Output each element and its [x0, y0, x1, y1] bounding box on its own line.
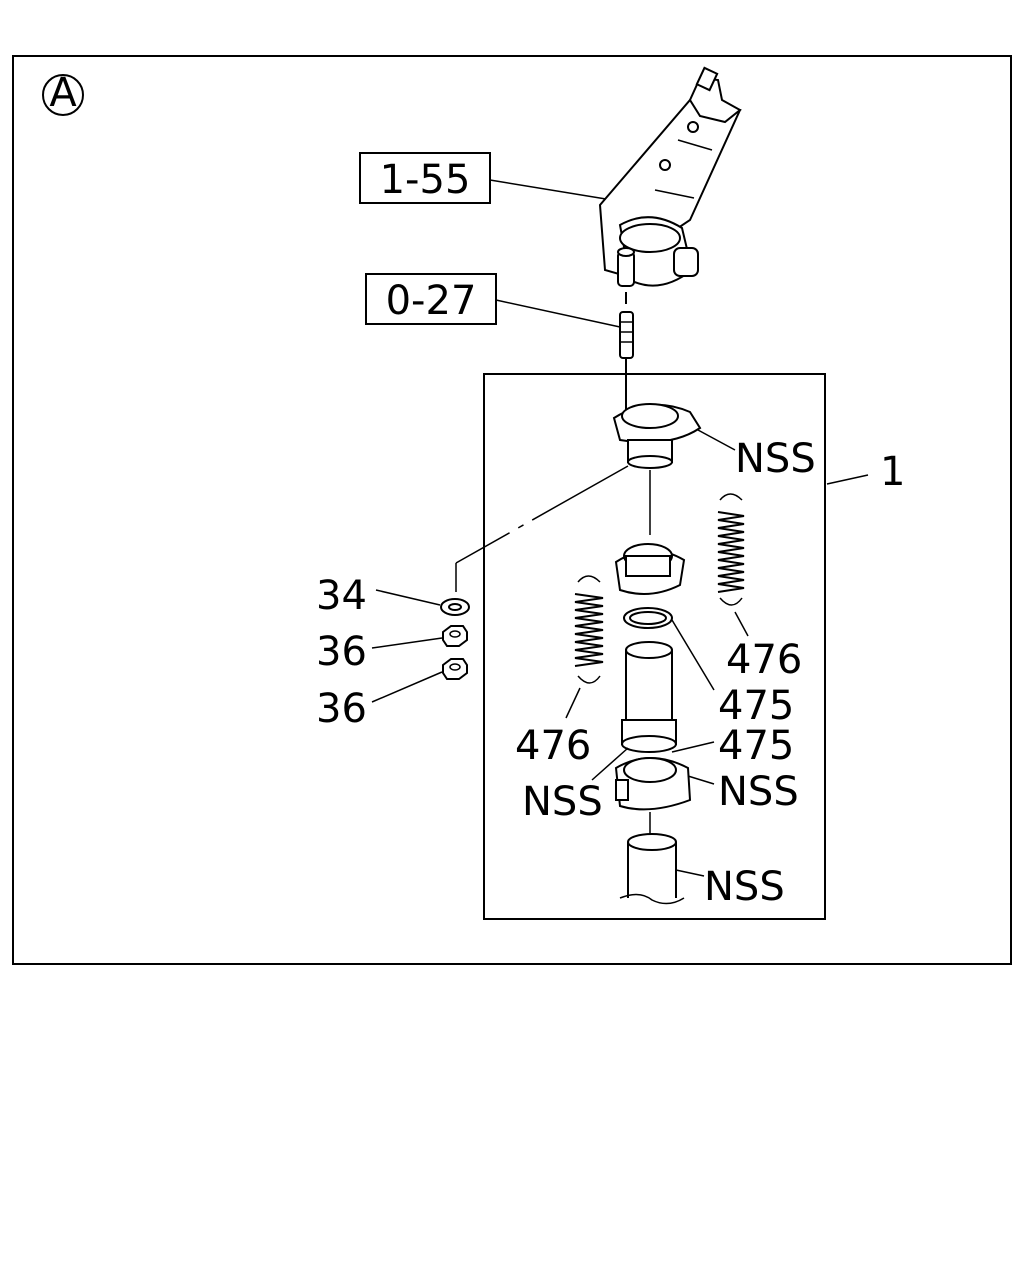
- stud-bolt: [619, 292, 634, 432]
- flange-bottom: [614, 757, 692, 811]
- nut-lower-label: 36: [316, 686, 367, 732]
- washer: [375, 589, 470, 616]
- inner-ring-upper: [614, 543, 686, 595]
- spring-left-label: 476: [515, 723, 591, 769]
- nut-upper: [371, 625, 468, 649]
- kit-frame: [483, 373, 826, 920]
- washer-label: 34: [316, 573, 367, 619]
- ref-box-1-55: 1-55: [359, 152, 613, 204]
- ref-1-55-label: 1-55: [380, 157, 471, 203]
- spring-right: [717, 493, 749, 637]
- nut-lower: [371, 658, 468, 703]
- ref-0-27-label: 0-27: [386, 278, 477, 324]
- exhaust-brake-housing: [598, 66, 742, 287]
- view-letter: A: [49, 70, 77, 116]
- nss-pipe-label: NSS: [704, 864, 785, 910]
- spring-right-label: 476: [726, 637, 802, 683]
- exhaust-pipe: [619, 833, 705, 905]
- ref-box-0-27: 0-27: [365, 273, 621, 328]
- view-marker: A: [42, 70, 84, 116]
- nut-upper-label: 36: [316, 629, 367, 675]
- flange-top: [612, 403, 736, 469]
- gasket-lower-label: 475: [718, 723, 794, 769]
- nss-flange-bottom-label: NSS: [718, 769, 799, 815]
- flex-bellows-pipe: [621, 641, 677, 753]
- outer-frame: [12, 55, 1012, 965]
- gasket-upper: [623, 607, 673, 629]
- alignment-line: [455, 465, 629, 564]
- nss-flange-top-label: NSS: [735, 436, 816, 482]
- spring-left: [565, 575, 604, 719]
- gasket-upper-label: 475: [718, 683, 794, 729]
- assembly-number: 1: [880, 449, 905, 495]
- nss-inner-ring-label: NSS: [522, 779, 603, 825]
